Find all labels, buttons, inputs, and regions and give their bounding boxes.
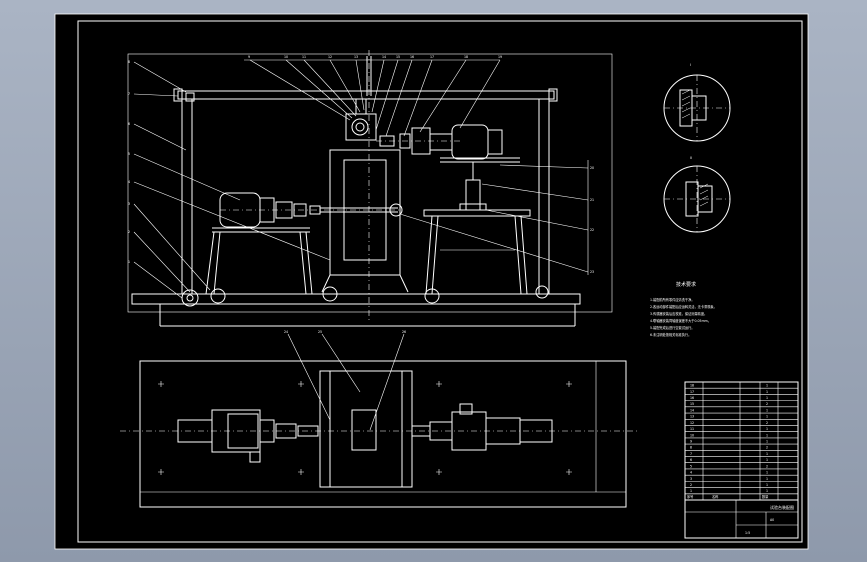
right-leaders: 20 21 22 23 — [399, 160, 594, 275]
svg-text:7: 7 — [128, 92, 130, 96]
svg-text:24: 24 — [284, 330, 288, 334]
parts-row-no: 5 — [690, 464, 692, 468]
svg-text:17: 17 — [430, 55, 434, 59]
detail-label-1: I — [690, 63, 691, 67]
mounting-holes — [158, 381, 572, 475]
parts-row-no: 2 — [690, 483, 692, 487]
svg-text:3: 3 — [128, 202, 130, 206]
parts-row-qty: 1 — [766, 489, 768, 493]
tech-req-line: 4.联轴器安装同轴度误差不大于0.05mm。 — [650, 318, 711, 323]
detail-view-2: II — [663, 156, 731, 233]
detail-view-1: I — [663, 63, 731, 142]
drawing-border — [77, 20, 803, 543]
drawing-title: 试验台装配图 — [770, 504, 794, 510]
svg-text:16: 16 — [410, 55, 414, 59]
svg-text:25: 25 — [318, 330, 322, 334]
parts-row-no: 7 — [690, 452, 692, 456]
sheet-size: A0 — [770, 518, 774, 522]
svg-text:22: 22 — [590, 228, 594, 232]
parts-row-no: 8 — [690, 446, 692, 450]
drawing-scale: 1:5 — [745, 531, 750, 535]
svg-text:26: 26 — [402, 330, 406, 334]
svg-text:18: 18 — [464, 55, 468, 59]
parts-row-qty: 1 — [766, 390, 768, 394]
svg-text:1: 1 — [128, 260, 130, 264]
parts-header-no: 序号 — [687, 494, 693, 499]
parts-header-name: 名称 — [712, 494, 719, 499]
svg-text:21: 21 — [590, 198, 594, 202]
tech-req-line: 1.装配前所有零件应清洗干净。 — [650, 297, 694, 302]
top-leaders: 9 10 11 12 13 14 15 16 17 18 19 — [244, 55, 502, 137]
parts-row-no: 1 — [690, 489, 692, 493]
left-leaders: 8 7 6 5 4 3 2 1 — [128, 60, 331, 299]
svg-text:13: 13 — [354, 55, 358, 59]
svg-text:5: 5 — [128, 152, 130, 156]
svg-text:11: 11 — [302, 55, 306, 59]
parts-row-no: 3 — [690, 477, 692, 481]
svg-text:6: 6 — [128, 122, 130, 126]
svg-text:4: 4 — [128, 180, 130, 184]
svg-text:8: 8 — [128, 60, 130, 64]
parts-row-qty: 1 — [766, 458, 768, 462]
parts-row-no: 13 — [690, 415, 694, 419]
title-block: 试验台装配图 A0 1:5 — [684, 499, 799, 539]
svg-text:12: 12 — [328, 55, 332, 59]
parts-row-qty: 1 — [766, 415, 768, 419]
svg-text:19: 19 — [498, 55, 502, 59]
parts-row-no: 14 — [690, 408, 694, 412]
parts-row-qty: 1 — [766, 396, 768, 400]
parts-row-no: 10 — [690, 433, 694, 437]
parts-header-qty: 数量 — [762, 494, 769, 499]
tech-req-line: 2.各运动部件装配后应运转灵活，无卡滞现象。 — [650, 304, 717, 309]
parts-row-no: 9 — [690, 440, 692, 444]
svg-text:20: 20 — [590, 166, 594, 170]
parts-row-no: 4 — [690, 471, 692, 475]
parts-row-qty: 2 — [766, 421, 768, 425]
svg-text:14: 14 — [382, 55, 386, 59]
tech-req-line: 5.装配完成后进行空载试运行。 — [650, 325, 694, 330]
detail-label-2: II — [690, 156, 692, 160]
svg-text:10: 10 — [284, 55, 288, 59]
tech-req-line: 3.传感器安装后应校准，保证测量精度。 — [650, 311, 707, 316]
front-view: 8 7 6 5 4 3 2 1 9 10 11 12 1 — [127, 50, 613, 431]
parts-row-qty: 2 — [766, 402, 768, 406]
parts-row-no: 15 — [690, 402, 694, 406]
svg-text:23: 23 — [590, 270, 594, 274]
svg-text:15: 15 — [396, 55, 400, 59]
parts-row-qty: 1 — [766, 427, 768, 431]
parts-row-qty: 2 — [766, 464, 768, 468]
technical-requirements: 技术要求 1.装配前所有零件应清洗干净。 2.各运动部件装配后应运转灵活，无卡滞… — [650, 281, 717, 337]
base-plate — [131, 293, 581, 305]
parts-row-qty: 1 — [766, 477, 768, 481]
parts-row-no: 11 — [690, 427, 694, 431]
plan-view — [120, 360, 640, 508]
parts-row-qty: 1 — [766, 408, 768, 412]
parts-row-qty: 2 — [766, 446, 768, 450]
parts-row-no: 16 — [690, 396, 694, 400]
parts-row-qty: 1 — [766, 452, 768, 456]
parts-row-qty: 1 — [766, 471, 768, 475]
svg-text:2: 2 — [128, 230, 130, 234]
tech-req-title: 技术要求 — [676, 281, 696, 288]
parts-row-qty: 1 — [766, 433, 768, 437]
parts-row-qty: 1 — [766, 384, 768, 388]
svg-text:9: 9 — [248, 55, 250, 59]
parts-row-no: 17 — [690, 390, 694, 394]
parts-row-no: 18 — [690, 384, 694, 388]
parts-row-qty: 1 — [766, 483, 768, 487]
parts-row-no: 6 — [690, 458, 692, 462]
tech-req-line: 6.未注明处按相关标准执行。 — [650, 332, 691, 337]
parts-row-no: 12 — [690, 421, 694, 425]
parts-row-qty: 1 — [766, 440, 768, 444]
